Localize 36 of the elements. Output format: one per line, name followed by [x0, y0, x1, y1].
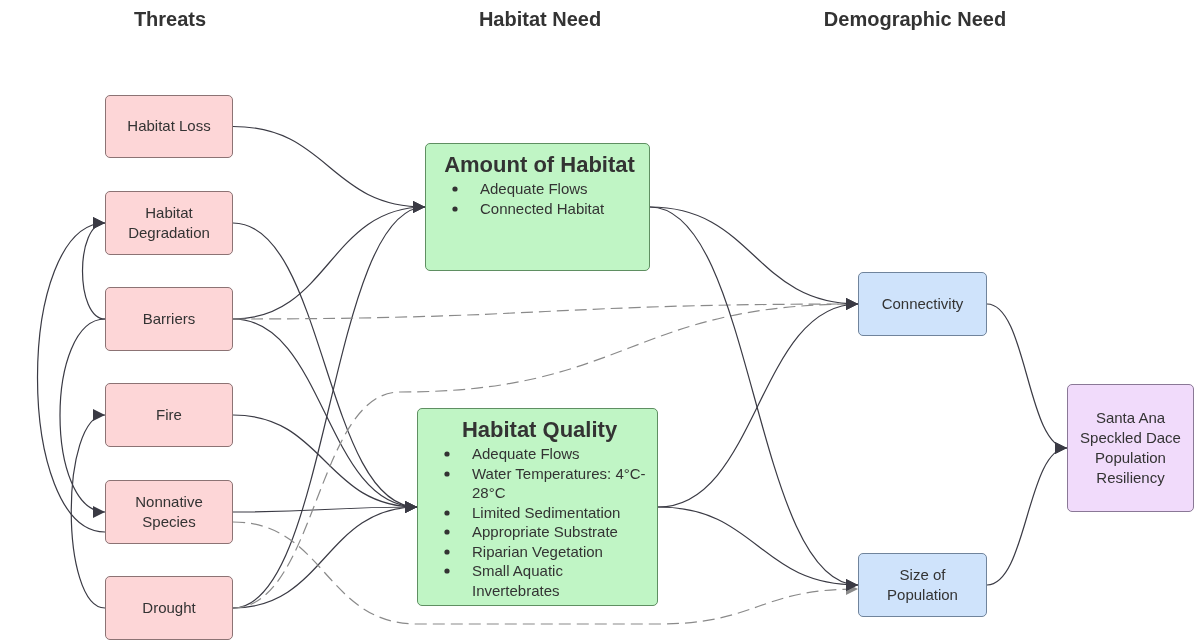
column-heading: Habitat Need [478, 8, 602, 31]
arrow [986, 445, 1068, 586]
column-heading: Threats [133, 8, 207, 31]
habitat-need-box [417, 408, 658, 606]
box-label: Habitat Degradation [127, 202, 211, 243]
habitat-need-box [425, 143, 650, 271]
threat-box [105, 287, 233, 351]
box-label: Size of Population [886, 564, 959, 605]
box-label: Barriers [142, 308, 196, 329]
bullet-item: Water Temperatures: 4°C-28°C [472, 463, 647, 503]
box-label: Connectivity [881, 293, 964, 314]
column-heading: Demographic Need [823, 8, 1007, 31]
box-label: Santa Ana Speckled Dace Population Resiliency [1079, 407, 1182, 489]
box-label: Nonnative Species [134, 491, 204, 532]
box-label: Fire [156, 404, 182, 425]
box-heading: Amount of Habitat [444, 152, 635, 178]
threat-box [105, 95, 233, 158]
bullet-item: Riparian Vegetation [472, 541, 604, 562]
box-label: Drought [142, 597, 196, 618]
arrow [657, 506, 859, 591]
box-label: Habitat Loss [127, 116, 211, 137]
bullet-item: Connected Habitat [480, 198, 606, 219]
threat-box [105, 576, 233, 640]
bullet-item: Limited Sedimentation [472, 502, 622, 523]
dashed-arrow [232, 521, 859, 625]
threat-box [105, 480, 233, 544]
demographic-box [858, 272, 987, 336]
box-heading: Habitat Quality [461, 417, 618, 443]
bullet-item: Adequate Flows [480, 179, 589, 199]
demographic-box [858, 553, 987, 617]
threat-box [105, 191, 233, 255]
bullet-item: Adequate Flows [472, 444, 581, 464]
threat-box [105, 383, 233, 447]
bullet-item: Appropriate Substrate [472, 522, 619, 542]
outcome-box [1067, 384, 1194, 512]
bullet-item: Small Aquatic Invertebrates [472, 561, 564, 601]
